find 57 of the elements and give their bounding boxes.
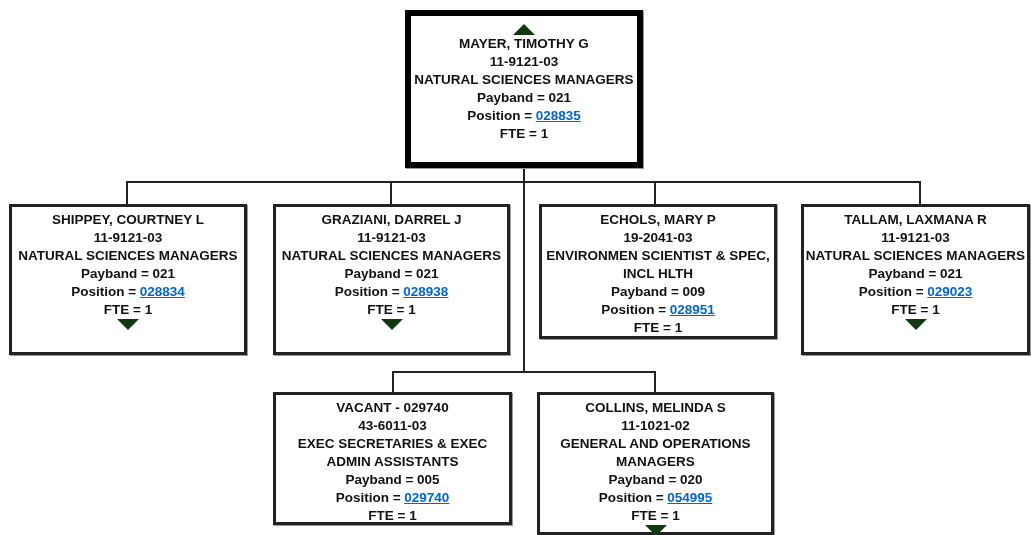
job-code: 19-2041-03	[622, 229, 694, 247]
person-name: VACANT - 029740	[335, 399, 450, 417]
position-card	[273, 204, 510, 355]
fte: FTE = 1	[367, 507, 418, 525]
position-card	[273, 392, 512, 525]
position-label: Position =	[71, 284, 138, 299]
fte: FTE = 1	[632, 319, 684, 337]
job-code: 11-9121-03	[92, 229, 164, 247]
fte: FTE = 1	[102, 301, 154, 319]
fte: FTE = 1	[890, 301, 941, 319]
job-code: 11-9121-03	[488, 53, 560, 71]
payband: Payband = 009	[609, 283, 707, 301]
connector-line	[523, 167, 656, 393]
person-name: TALLAM, LAXMANA R	[843, 211, 988, 229]
person-name: GRAZIANI, DARREL J	[320, 211, 463, 229]
position-link: 054995	[667, 490, 713, 505]
payband: Payband = 021	[475, 89, 573, 107]
position-link: 028835	[535, 108, 581, 123]
job-code: 11-9121-03	[880, 229, 951, 247]
fte: FTE = 1	[630, 507, 681, 525]
position-label: Position =	[858, 284, 925, 299]
job-code: 11-9121-03	[356, 229, 427, 247]
fte: FTE = 1	[366, 301, 417, 319]
person-name: COLLINS, MELINDA S	[584, 399, 727, 417]
job-title: NATURAL SCIENCES MANAGERS	[413, 71, 635, 89]
position-card	[801, 204, 1030, 355]
position-label: Position =	[598, 490, 665, 505]
position-label: Position =	[335, 490, 402, 505]
person-name: MAYER, TIMOTHY G	[458, 35, 590, 53]
job-code: 43-6011-03	[357, 417, 428, 435]
job-title: GENERAL AND OPERATIONS MANAGERS	[559, 435, 752, 471]
job-title: NATURAL SCIENCES MANAGERS	[17, 247, 239, 265]
payband: Payband = 005	[344, 471, 441, 489]
job-title: NATURAL SCIENCES MANAGERS	[804, 247, 1027, 265]
person-name: ECHOLS, MARY P	[599, 211, 717, 229]
payband: Payband = 021	[79, 265, 177, 283]
position-card	[539, 204, 777, 339]
job-code: 11-1021-02	[620, 417, 691, 435]
payband: Payband = 021	[343, 265, 440, 283]
position-link: 028834	[139, 284, 185, 299]
position-link: 028938	[403, 284, 449, 299]
position-card	[9, 204, 247, 355]
position-label: Position =	[467, 108, 534, 123]
position-label: Position =	[334, 284, 401, 299]
position-label: Position =	[601, 302, 668, 317]
job-title: ENVIRONMEN SCIENTIST & SPEC, INCL HLTH	[545, 247, 771, 283]
position-card	[537, 392, 774, 535]
payband: Payband = 021	[867, 265, 964, 283]
job-title: NATURAL SCIENCES MANAGERS	[280, 247, 503, 265]
position-card	[405, 10, 643, 168]
position-link: 029023	[927, 284, 973, 299]
position-link: 028951	[669, 302, 715, 317]
fte: FTE = 1	[498, 125, 550, 143]
job-title: EXEC SECRETARIES & EXEC ADMIN ASSISTANTS	[296, 435, 489, 471]
payband: Payband = 020	[607, 471, 704, 489]
person-name: SHIPPEY, COURTNEY L	[50, 211, 205, 229]
position-link: 029740	[404, 490, 450, 505]
